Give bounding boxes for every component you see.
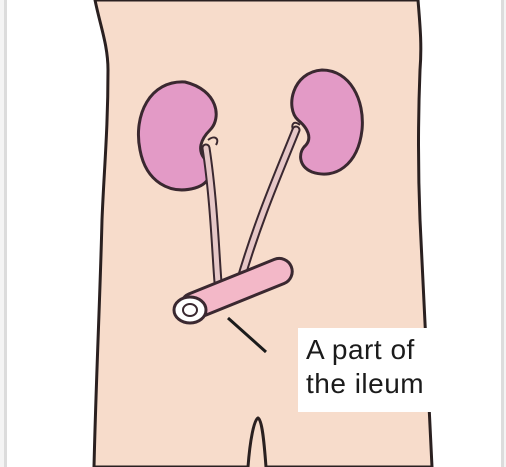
stoma-icon [174, 297, 206, 323]
left-kidney [138, 82, 216, 190]
ileum-label-line-2: the ileum [306, 368, 424, 400]
right-kidney [292, 70, 363, 174]
ileum-label-line-1: A part of [306, 334, 415, 366]
